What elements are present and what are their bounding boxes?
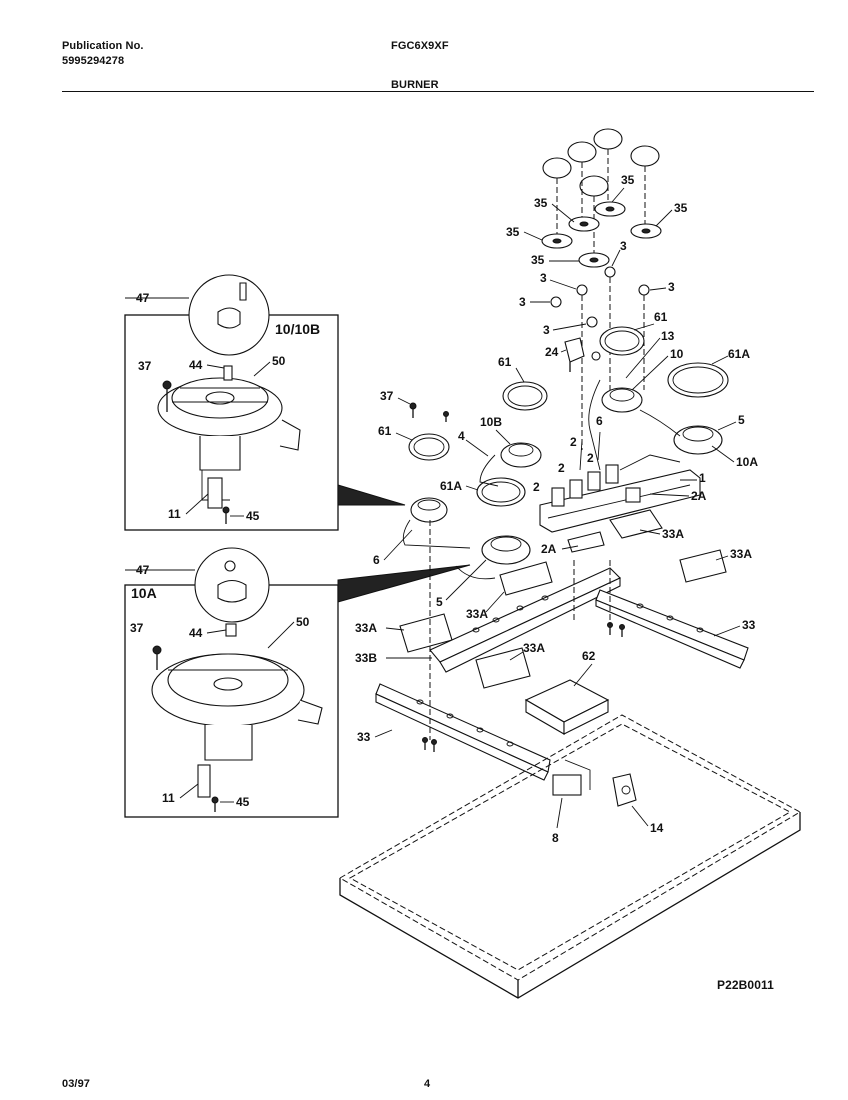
main-rails: 33 33 33B — [355, 520, 756, 781]
callout-50-bottom: 50 — [296, 615, 310, 629]
burner-10b — [500, 442, 542, 468]
igniter-electrode-bottom — [197, 764, 211, 798]
callout-61-a: 61 — [498, 355, 512, 369]
callout-45-bottom: 45 — [236, 795, 250, 809]
cooktop-pan — [338, 714, 802, 999]
burner-5 — [481, 535, 531, 565]
callout-37-main: 37 — [380, 389, 394, 403]
callout-5-b: 5 — [436, 595, 443, 609]
callout-47-top: 47 — [136, 291, 150, 305]
callout-1: 1 — [699, 471, 706, 485]
callout-33A-a: 33A — [662, 527, 684, 541]
callout-35-d: 35 — [674, 201, 688, 215]
callout-47-bottom: 47 — [136, 563, 150, 577]
callout-2-c: 2 — [570, 435, 577, 449]
callout-10B: 10B — [480, 415, 502, 429]
callout-3-b: 3 — [519, 295, 526, 309]
callout-2-a: 2 — [533, 480, 540, 494]
burner-10a-right — [673, 425, 723, 455]
callout-2-d: 2 — [587, 451, 594, 465]
callout-35-c: 35 — [621, 173, 635, 187]
callout-2A-b: 2A — [541, 542, 557, 556]
inset-label-10-10b: 10/10B — [275, 321, 320, 337]
rail-33-right — [595, 589, 749, 661]
callout-4: 4 — [458, 429, 465, 443]
callout-35-e: 35 — [531, 253, 545, 267]
callout-33B: 33B — [355, 651, 377, 665]
callout-8: 8 — [552, 831, 559, 845]
igniter-electrode-top — [207, 477, 223, 509]
support-brackets: 33A 33A 33A 33A 33A — [355, 509, 752, 689]
drawing-code: P22B0011 — [717, 978, 774, 992]
callout-3-c: 3 — [620, 239, 627, 253]
burner-caps — [542, 128, 660, 256]
terminal-block-8 — [552, 774, 582, 796]
burner-10 — [601, 387, 643, 413]
callout-50-top: 50 — [272, 354, 286, 368]
callout-2-b: 2 — [558, 461, 565, 475]
callout-3-e: 3 — [543, 323, 550, 337]
callout-61-b: 61 — [654, 310, 668, 324]
electrical-connectors: 8 14 — [552, 759, 664, 845]
callout-11-bottom: 11 — [162, 791, 175, 805]
callout-3-d: 3 — [668, 280, 675, 294]
connector-24: 24 — [545, 337, 601, 372]
callout-33A-b: 33A — [730, 547, 752, 561]
callout-10A: 10A — [736, 455, 758, 469]
callout-33-left: 33 — [357, 730, 371, 744]
page-number: 4 — [424, 1078, 431, 1090]
callout-14: 14 — [650, 821, 664, 835]
orifice-cap-icon-2 — [217, 579, 247, 603]
pan-outline — [338, 714, 802, 981]
callout-44-bottom: 44 — [189, 626, 203, 640]
inset-label-10a: 10A — [131, 585, 157, 601]
inset-10-10b: 47 10/10B 37 44 50 11 45 — [124, 274, 406, 531]
callout-61A-a: 61A — [728, 347, 750, 361]
clip-icon — [239, 282, 247, 301]
inset-10a: 47 10A 37 44 50 11 45 — [124, 547, 471, 818]
callout-37-bottom: 37 — [130, 621, 144, 635]
callout-13: 13 — [661, 329, 675, 343]
callout-44-top: 44 — [189, 358, 203, 372]
orifice-cap-icon — [217, 307, 241, 329]
inset-pointer-bottom — [337, 564, 471, 603]
callout-33A-d: 33A — [355, 621, 377, 635]
publication-number: 5995294278 — [62, 55, 125, 67]
callout-5-a: 5 — [738, 413, 745, 427]
spark-module-62: 62 — [524, 649, 610, 735]
footer-date: 03/97 — [62, 1078, 91, 1090]
callout-35-b: 35 — [534, 196, 548, 210]
callout-33A-c: 33A — [466, 607, 488, 621]
publication-label: Publication No. — [62, 40, 144, 52]
callout-61-c: 61 — [378, 424, 392, 438]
callout-35-a: 35 — [506, 225, 520, 239]
callout-37-top: 37 — [138, 359, 152, 373]
callout-61A-b: 61A — [440, 479, 462, 493]
callout-11-top: 11 — [168, 507, 181, 521]
callout-45-top: 45 — [246, 509, 260, 523]
callout-2A-a: 2A — [691, 489, 707, 503]
screw-37: 37 — [380, 389, 449, 422]
header-rule — [62, 91, 814, 92]
callout-33-right: 33 — [742, 618, 756, 632]
callout-24: 24 — [545, 345, 559, 359]
lead-wires: 4 — [402, 379, 681, 580]
callout-62: 62 — [582, 649, 596, 663]
callout-6-a: 6 — [373, 553, 380, 567]
manifold-assembly: 2 2 2 2 1 2A 2A — [533, 431, 707, 556]
screws-3: 3 3 3 3 3 — [519, 239, 675, 450]
gasket-rings-61: 61 61 61 61A 61A — [378, 310, 750, 507]
callout-33A-e: 33A — [523, 641, 545, 655]
model-number: FGC6X9XF — [391, 40, 449, 52]
burner-rings-35: 35 35 35 35 35 — [506, 173, 688, 268]
inset-pointer-top — [337, 484, 406, 506]
callout-3-a: 3 — [540, 271, 547, 285]
regulator-14 — [612, 773, 637, 807]
burner-heads: 10B 10 13 10A 5 5 6 6 — [373, 329, 758, 609]
rail-33-left — [375, 683, 551, 773]
callout-10: 10 — [670, 347, 684, 361]
callout-6-b: 6 — [596, 414, 603, 428]
section-title: BURNER — [391, 79, 439, 91]
